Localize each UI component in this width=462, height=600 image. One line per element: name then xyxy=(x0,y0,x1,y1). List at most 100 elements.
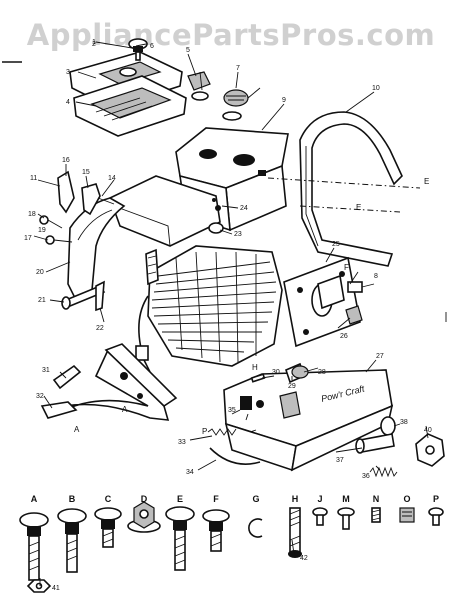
callout-9: 9 xyxy=(282,97,286,104)
callout-26: 26 xyxy=(340,333,348,340)
fastener-code-n: N xyxy=(373,494,380,504)
spacer-38 xyxy=(380,416,396,436)
front-handle-bar xyxy=(299,111,403,267)
pin-22 xyxy=(95,280,105,312)
callout-24: 24 xyxy=(240,205,248,212)
fastener-code-j: J xyxy=(317,494,322,504)
fastener-code-o: O xyxy=(403,494,410,504)
air-filter-cover xyxy=(69,51,187,137)
clutch-cover: Pow'r Craft xyxy=(223,369,394,472)
bolt-37 xyxy=(355,433,395,454)
callout-22: 22 xyxy=(96,325,104,332)
callout-30: 30 xyxy=(272,369,280,376)
knob-screw xyxy=(128,38,148,61)
pin-30 xyxy=(250,373,266,383)
bushing-24 xyxy=(212,198,221,211)
letter-mark-a: A xyxy=(74,425,80,434)
adjuster-8 xyxy=(347,281,375,293)
callout-6: 6 xyxy=(150,43,154,50)
fastener-code-b: B xyxy=(69,494,76,504)
throttle-trigger xyxy=(57,170,115,216)
letter-mark-p: P xyxy=(202,427,207,436)
nut-40 xyxy=(415,433,445,467)
callout-17: 17 xyxy=(24,235,32,242)
letter-marks: E E A A F P H xyxy=(74,177,429,436)
fastener-code-g: G xyxy=(252,494,259,504)
fastener-h xyxy=(288,507,302,558)
callout-2: 2 xyxy=(92,41,96,48)
fastener-row xyxy=(19,501,444,593)
callout-31: 31 xyxy=(42,367,50,374)
callout-38: 38 xyxy=(400,419,408,426)
callout-40: 40 xyxy=(424,427,432,434)
callout-20: 20 xyxy=(36,269,44,276)
callout-32: 32 xyxy=(36,393,44,400)
fastener-n xyxy=(371,507,381,523)
callout-3: 3 xyxy=(66,69,70,76)
fastener-b xyxy=(57,508,87,573)
callout-29: 29 xyxy=(288,383,296,390)
fastener-code-m: M xyxy=(342,494,350,504)
letter-mark-e: E xyxy=(356,203,361,212)
letter-mark-f: F xyxy=(344,263,349,272)
callout-23: 23 xyxy=(234,231,242,238)
callout-37: 37 xyxy=(336,457,344,464)
oil-cap xyxy=(187,71,211,101)
fastener-f xyxy=(202,509,230,552)
callout-10: 10 xyxy=(372,85,380,92)
callout-14: 14 xyxy=(108,175,116,182)
fastener-p xyxy=(428,507,444,526)
wrench-31 xyxy=(52,364,82,390)
fastener-o xyxy=(399,507,415,523)
callout-1: 1 xyxy=(92,39,96,46)
callout-11: 11 xyxy=(30,175,37,182)
fastener-code-c: C xyxy=(105,494,112,504)
side-plate xyxy=(283,256,361,348)
leader-lines xyxy=(33,41,429,586)
callout-21: 21 xyxy=(38,297,46,304)
callout-33: 33 xyxy=(178,439,186,446)
callout-34: 34 xyxy=(186,469,194,476)
fastener-codes: A B C D E F G H J M N O P xyxy=(31,494,439,504)
callout-25: 25 xyxy=(332,241,340,248)
fastener-code-a: A xyxy=(31,494,38,504)
letter-mark-e: E xyxy=(424,177,429,186)
callout-18: 18 xyxy=(28,211,36,218)
callout-35: 35 xyxy=(228,407,236,414)
fastener-a xyxy=(19,512,49,581)
fastener-code-h: H xyxy=(292,494,299,504)
callout-8: 8 xyxy=(374,273,378,280)
fastener-d xyxy=(127,501,161,533)
nut-41 xyxy=(26,579,52,593)
spring-36 xyxy=(369,466,398,478)
assembly-line xyxy=(299,205,401,213)
letter-mark-h: H xyxy=(252,363,258,372)
fastener-code-d: D xyxy=(141,494,148,504)
assembly-line xyxy=(267,177,421,189)
small-links xyxy=(39,215,73,245)
callout-19: 19 xyxy=(38,227,46,234)
knob-28 xyxy=(291,365,309,379)
brake-band-34 xyxy=(209,447,261,465)
fastener-e xyxy=(165,506,195,571)
fastener-code-p: P xyxy=(433,494,439,504)
fastener-c xyxy=(94,507,122,548)
fastener-g xyxy=(248,518,263,538)
handle-bracket xyxy=(67,175,221,302)
fastener-j xyxy=(312,507,328,526)
engine-block xyxy=(135,245,283,373)
callout-7: 7 xyxy=(236,65,240,72)
callout-28: 28 xyxy=(318,369,326,376)
callout-42: 42 xyxy=(300,555,308,562)
fastener-m xyxy=(337,507,355,530)
watermark: AppliancePartsPros.com xyxy=(26,18,436,52)
fastener-code-f: F xyxy=(213,494,219,504)
callout-numbers: 1 2 3 4 5 6 7 8 9 10 11 14 15 16 17 18 1… xyxy=(24,39,432,592)
callout-15: 15 xyxy=(82,169,90,176)
callout-27: 27 xyxy=(376,353,384,360)
callout-5: 5 xyxy=(186,47,190,54)
callout-16: 16 xyxy=(62,157,70,164)
spring-33 xyxy=(207,428,237,436)
fastener-code-e: E xyxy=(177,494,183,504)
